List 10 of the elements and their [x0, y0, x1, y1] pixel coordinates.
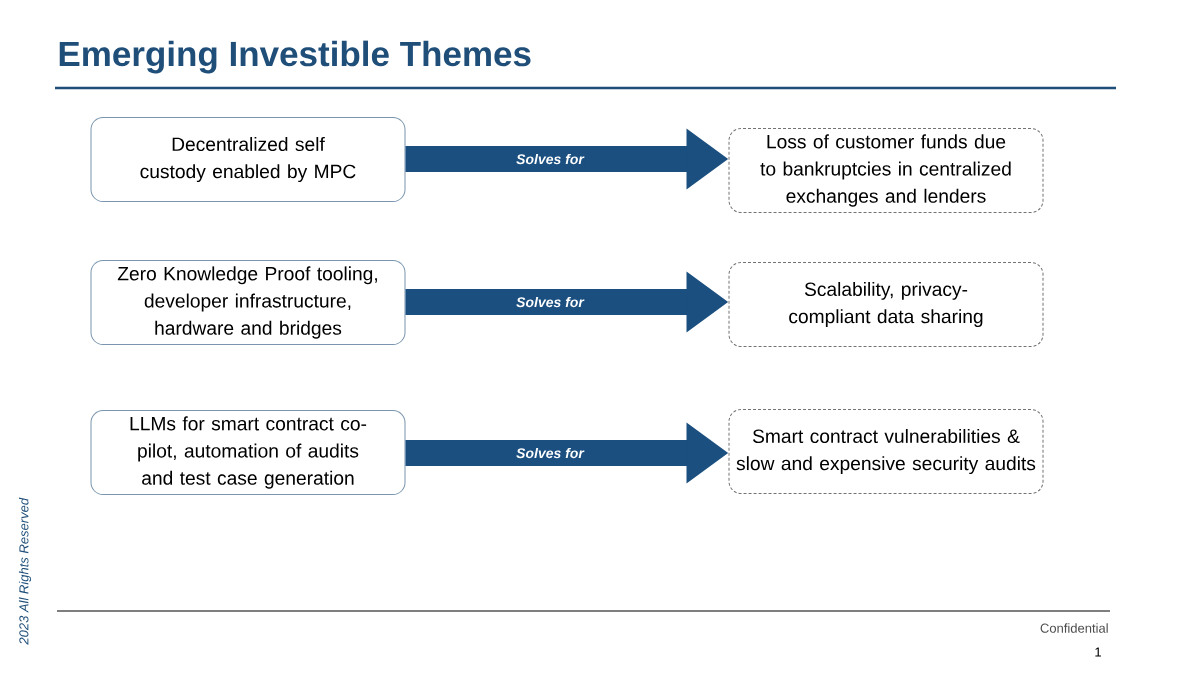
text-box: Loss of customer funds due to bankruptcies in centralized exchanges and lenders	[728, 128, 1044, 213]
footer-note: Confidential	[1040, 623, 1108, 633]
title: Emerging Investible Themes	[59, 40, 531, 74]
page-number: 1	[1095, 647, 1101, 657]
text-box: Zero Knowledge Proof tooling, developer infrastructure, hardware and bridges	[90, 260, 406, 345]
text-box: Scalability, privacy-compliant data sharing	[728, 262, 1044, 347]
copyright-note: 2023 All Rights Reserved	[18, 497, 32, 645]
text-box: LLMs for smart contract co-pilot, automation of audits and test case generation	[90, 410, 406, 495]
text-box: Smart contract vulnerabilities & slow and expensive security audits	[728, 409, 1044, 494]
text-box: Decentralized self custody enabled by MPC	[90, 117, 406, 202]
